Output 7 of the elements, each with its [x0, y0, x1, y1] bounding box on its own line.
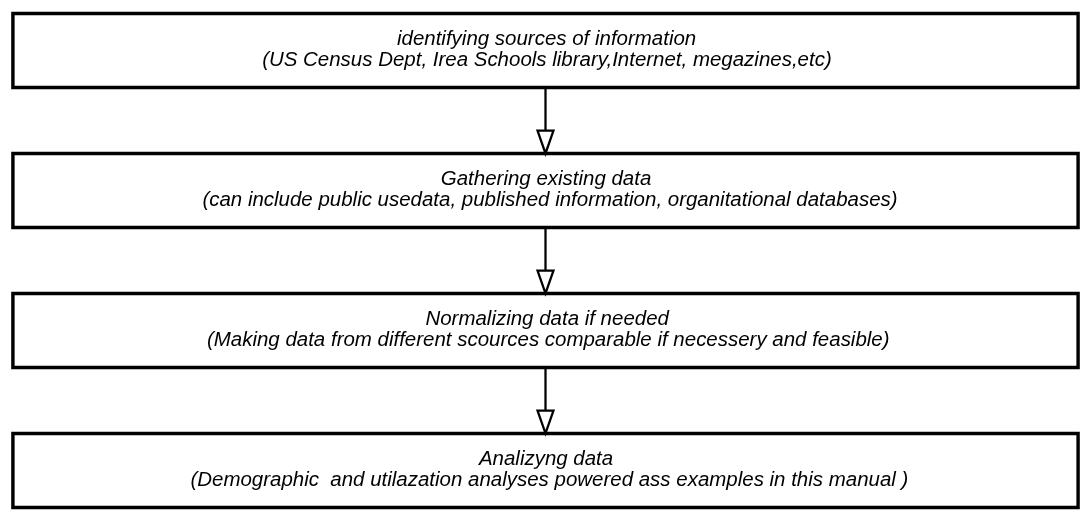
arrow [535, 87, 556, 157]
node-box: identifying sources of information (US Census Dept, Irea Schools library,Internet, megazines,etc) [11, 11, 1080, 90]
node-box: Analizyng data (Demographic and utilazation analyses powered ass examples in this manual ) [11, 431, 1080, 510]
node-box: Gathering existing data (can include public usedata, published information, organitational databases) [11, 151, 1080, 230]
arrow [535, 367, 556, 437]
node-box: Normalizing data if needed (Making data from different scources comparable if necessery and feasible) [11, 291, 1080, 370]
arrow [535, 227, 556, 297]
